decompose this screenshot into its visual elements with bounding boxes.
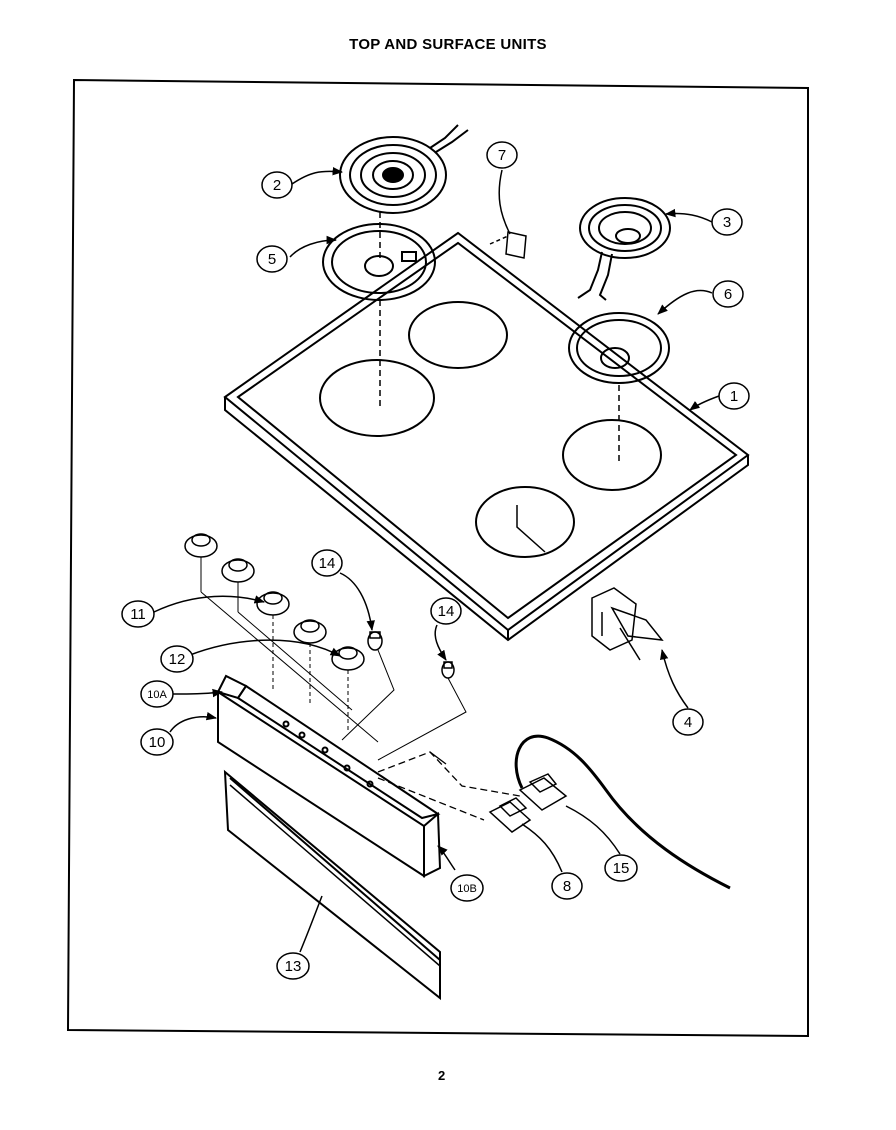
callout-circle-10 <box>140 728 174 756</box>
control-panel <box>216 674 442 878</box>
callout-circle-7 <box>486 141 518 169</box>
leader-lines <box>153 166 720 953</box>
opening-back-left <box>408 301 508 369</box>
knob-5 <box>331 646 365 671</box>
callout-circle-14b <box>430 597 462 625</box>
callout-circle-5 <box>256 245 288 273</box>
callout-circle-11 <box>121 600 155 628</box>
callout-circle-10b <box>450 874 484 902</box>
callout-circle-8 <box>551 872 583 900</box>
callout-label-10: 10 <box>149 734 166 751</box>
callout-circle-10a <box>140 680 174 708</box>
switch-15 <box>518 773 568 811</box>
knob-2 <box>221 558 255 583</box>
indicator-lights <box>341 631 467 761</box>
page-number: 2 <box>438 1068 446 1083</box>
callout-label-13: 13 <box>285 958 302 975</box>
callout-circle-3 <box>711 208 743 236</box>
callout-label-8: 8 <box>563 878 571 895</box>
opening-front-right <box>475 486 575 558</box>
surface-unit-large <box>339 124 469 214</box>
knob-3 <box>256 591 290 616</box>
cooktop-main-top <box>223 231 750 642</box>
callout-label-15: 15 <box>613 860 630 877</box>
indicator-light-b <box>441 661 455 679</box>
alignment-lines <box>379 212 620 462</box>
callout-circles <box>121 141 750 980</box>
switch-8 <box>488 797 532 833</box>
bracket-part <box>489 231 527 259</box>
terminal-block <box>591 587 664 661</box>
drip-pan-large <box>322 223 436 301</box>
callout-circle-12 <box>160 645 194 673</box>
callout-circle-2 <box>261 171 293 199</box>
callout-label-10b: 10B <box>457 883 477 895</box>
opening-front-left <box>319 359 435 437</box>
callout-label-11: 11 <box>130 606 146 623</box>
surface-unit-small <box>577 197 671 301</box>
callout-label-5: 5 <box>268 251 276 268</box>
wiring <box>377 734 731 890</box>
callout-circle-15 <box>604 854 638 882</box>
callout-circle-14a <box>311 549 343 577</box>
callout-label-2: 2 <box>273 177 281 194</box>
drip-pan-small <box>568 312 670 384</box>
callout-label-7: 7 <box>498 147 506 164</box>
diagram-frame <box>66 78 809 1038</box>
knob-shaft-lines <box>200 557 379 743</box>
page-title: TOP AND SURFACE UNITS <box>349 36 547 53</box>
element-openings <box>319 301 662 558</box>
knob-4 <box>293 619 327 644</box>
opening-back-right <box>562 419 662 491</box>
trim-strip <box>223 769 441 1001</box>
callout-label-6: 6 <box>724 286 732 303</box>
switches <box>488 773 568 833</box>
callout-label-14b: 14 <box>438 603 455 620</box>
callout-label-12: 12 <box>169 651 186 668</box>
callout-circle-6 <box>712 280 744 308</box>
callout-label-14a: 14 <box>319 555 336 572</box>
callout-label-10a: 10A <box>147 689 167 701</box>
callout-circle-4 <box>672 708 704 736</box>
callout-label-1: 1 <box>730 388 738 405</box>
callout-labels: 1 2 3 4 5 6 7 8 10 10A 10B 11 12 13 14 1… <box>130 147 738 975</box>
callout-circle-1 <box>718 382 750 410</box>
callout-label-3: 3 <box>723 214 731 231</box>
indicator-light-a <box>367 631 383 651</box>
callout-circle-13 <box>276 952 310 980</box>
knob-1 <box>184 533 218 558</box>
callout-label-4: 4 <box>684 714 692 731</box>
